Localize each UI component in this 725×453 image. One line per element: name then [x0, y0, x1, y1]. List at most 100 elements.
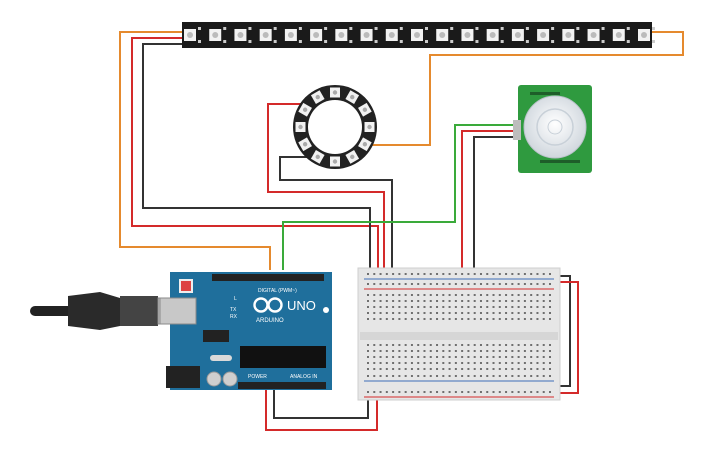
usb-cable[interactable]	[30, 292, 181, 330]
breadboard-hole[interactable]	[505, 283, 508, 285]
breadboard-hole[interactable]	[461, 306, 464, 308]
breadboard-hole[interactable]	[436, 294, 439, 296]
breadboard-hole[interactable]	[367, 368, 369, 370]
wire-strip-ground[interactable]	[142, 43, 371, 282]
breadboard-hole[interactable]	[549, 368, 551, 370]
breadboard-hole[interactable]	[423, 356, 426, 358]
breadboard-hole[interactable]	[511, 350, 514, 352]
breadboard-hole[interactable]	[530, 362, 533, 364]
breadboard-hole[interactable]	[542, 283, 545, 285]
breadboard-hole[interactable]	[492, 306, 495, 308]
breadboard-hole[interactable]	[454, 294, 457, 296]
breadboard-hole[interactable]	[517, 306, 520, 308]
breadboard-hole[interactable]	[523, 391, 526, 393]
breadboard-hole[interactable]	[517, 391, 520, 393]
breadboard-hole[interactable]	[505, 368, 508, 370]
breadboard-hole[interactable]	[492, 318, 495, 320]
breadboard-hole[interactable]	[486, 294, 489, 296]
breadboard-hole[interactable]	[410, 312, 413, 314]
breadboard-hole[interactable]	[398, 318, 401, 320]
breadboard-hole[interactable]	[542, 312, 545, 314]
breadboard-hole[interactable]	[492, 273, 495, 275]
breadboard-hole[interactable]	[417, 312, 420, 314]
breadboard-hole[interactable]	[392, 318, 395, 320]
breadboard-hole[interactable]	[505, 344, 508, 346]
breadboard-hole[interactable]	[492, 300, 495, 302]
breadboard-hole[interactable]	[536, 300, 539, 302]
breadboard-hole[interactable]	[479, 362, 482, 364]
breadboard-hole[interactable]	[473, 391, 476, 393]
breadboard-hole[interactable]	[410, 362, 413, 364]
breadboard-hole[interactable]	[385, 368, 388, 370]
breadboard-hole[interactable]	[542, 375, 545, 377]
breadboard-hole[interactable]	[417, 368, 420, 370]
breadboard-hole[interactable]	[467, 273, 470, 275]
breadboard-hole[interactable]	[498, 312, 501, 314]
breadboard-hole[interactable]	[442, 300, 445, 302]
breadboard-hole[interactable]	[542, 300, 545, 302]
breadboard-hole[interactable]	[410, 283, 413, 285]
breadboard-hole[interactable]	[442, 312, 445, 314]
breadboard-hole[interactable]	[511, 300, 514, 302]
breadboard-hole[interactable]	[379, 283, 382, 285]
breadboard-hole[interactable]	[467, 350, 470, 352]
breadboard-hole[interactable]	[367, 344, 369, 346]
breadboard-hole[interactable]	[442, 306, 445, 308]
wire-arduino-5v[interactable]	[265, 390, 378, 431]
breadboard-hole[interactable]	[473, 362, 476, 364]
breadboard-hole[interactable]	[542, 306, 545, 308]
breadboard-hole[interactable]	[473, 294, 476, 296]
breadboard-hole[interactable]	[404, 300, 407, 302]
breadboard-hole[interactable]	[454, 300, 457, 302]
breadboard-hole[interactable]	[398, 356, 401, 358]
breadboard-hole[interactable]	[385, 306, 388, 308]
wire-sensor-signal[interactable]	[282, 124, 520, 270]
breadboard-hole[interactable]	[542, 294, 545, 296]
breadboard-hole[interactable]	[517, 344, 520, 346]
breadboard-hole[interactable]	[486, 344, 489, 346]
breadboard-hole[interactable]	[467, 356, 470, 358]
breadboard-hole[interactable]	[436, 306, 439, 308]
breadboard-hole[interactable]	[410, 318, 413, 320]
breadboard-hole[interactable]	[523, 375, 526, 377]
breadboard-hole[interactable]	[410, 350, 413, 352]
breadboard-hole[interactable]	[486, 318, 489, 320]
breadboard-hole[interactable]	[448, 300, 451, 302]
breadboard-hole[interactable]	[505, 375, 508, 377]
breadboard-hole[interactable]	[486, 356, 489, 358]
breadboard-hole[interactable]	[417, 344, 420, 346]
breadboard-hole[interactable]	[392, 391, 395, 393]
breadboard-hole[interactable]	[417, 318, 420, 320]
breadboard-hole[interactable]	[385, 350, 388, 352]
breadboard-hole[interactable]	[436, 362, 439, 364]
breadboard-hole[interactable]	[479, 306, 482, 308]
breadboard-hole[interactable]	[367, 318, 369, 320]
breadboard-hole[interactable]	[379, 391, 382, 393]
breadboard-hole[interactable]	[498, 318, 501, 320]
breadboard[interactable]	[357, 267, 561, 401]
breadboard-hole[interactable]	[367, 294, 369, 296]
breadboard-hole[interactable]	[549, 391, 551, 393]
breadboard-hole[interactable]	[392, 362, 395, 364]
breadboard-hole[interactable]	[454, 306, 457, 308]
wire-strip-data[interactable]	[119, 31, 271, 270]
breadboard-hole[interactable]	[473, 318, 476, 320]
breadboard-hole[interactable]	[392, 368, 395, 370]
breadboard-hole[interactable]	[530, 350, 533, 352]
breadboard-hole[interactable]	[410, 273, 413, 275]
breadboard-hole[interactable]	[486, 391, 489, 393]
breadboard-hole[interactable]	[505, 362, 508, 364]
breadboard-hole[interactable]	[410, 391, 413, 393]
breadboard-hole[interactable]	[523, 368, 526, 370]
breadboard-hole[interactable]	[423, 283, 426, 285]
breadboard-hole[interactable]	[492, 344, 495, 346]
breadboard-hole[interactable]	[454, 312, 457, 314]
breadboard-hole[interactable]	[479, 375, 482, 377]
breadboard-hole[interactable]	[436, 368, 439, 370]
breadboard-hole[interactable]	[373, 375, 376, 377]
breadboard-hole[interactable]	[429, 283, 432, 285]
breadboard-hole[interactable]	[461, 356, 464, 358]
breadboard-hole[interactable]	[392, 350, 395, 352]
breadboard-hole[interactable]	[436, 356, 439, 358]
breadboard-hole[interactable]	[373, 350, 376, 352]
